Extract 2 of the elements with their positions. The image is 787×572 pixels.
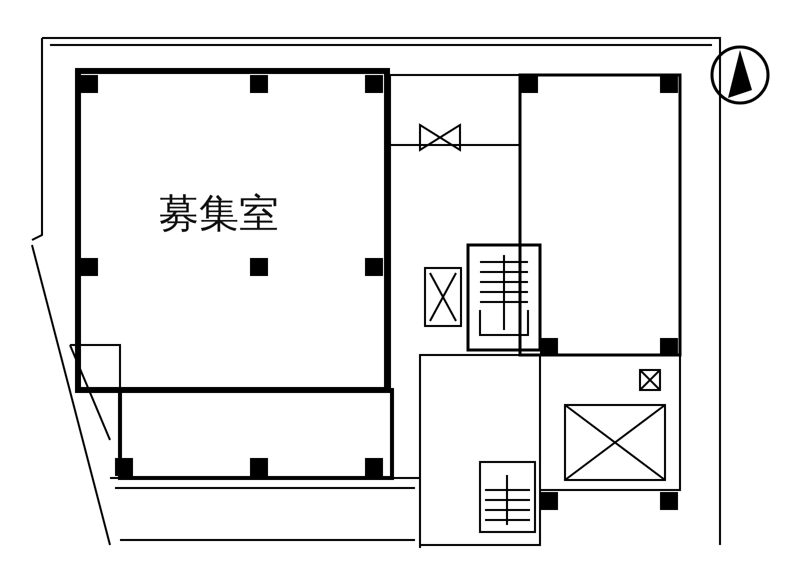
vacant-room — [75, 68, 390, 393]
room-label: 募集室 — [159, 190, 279, 239]
